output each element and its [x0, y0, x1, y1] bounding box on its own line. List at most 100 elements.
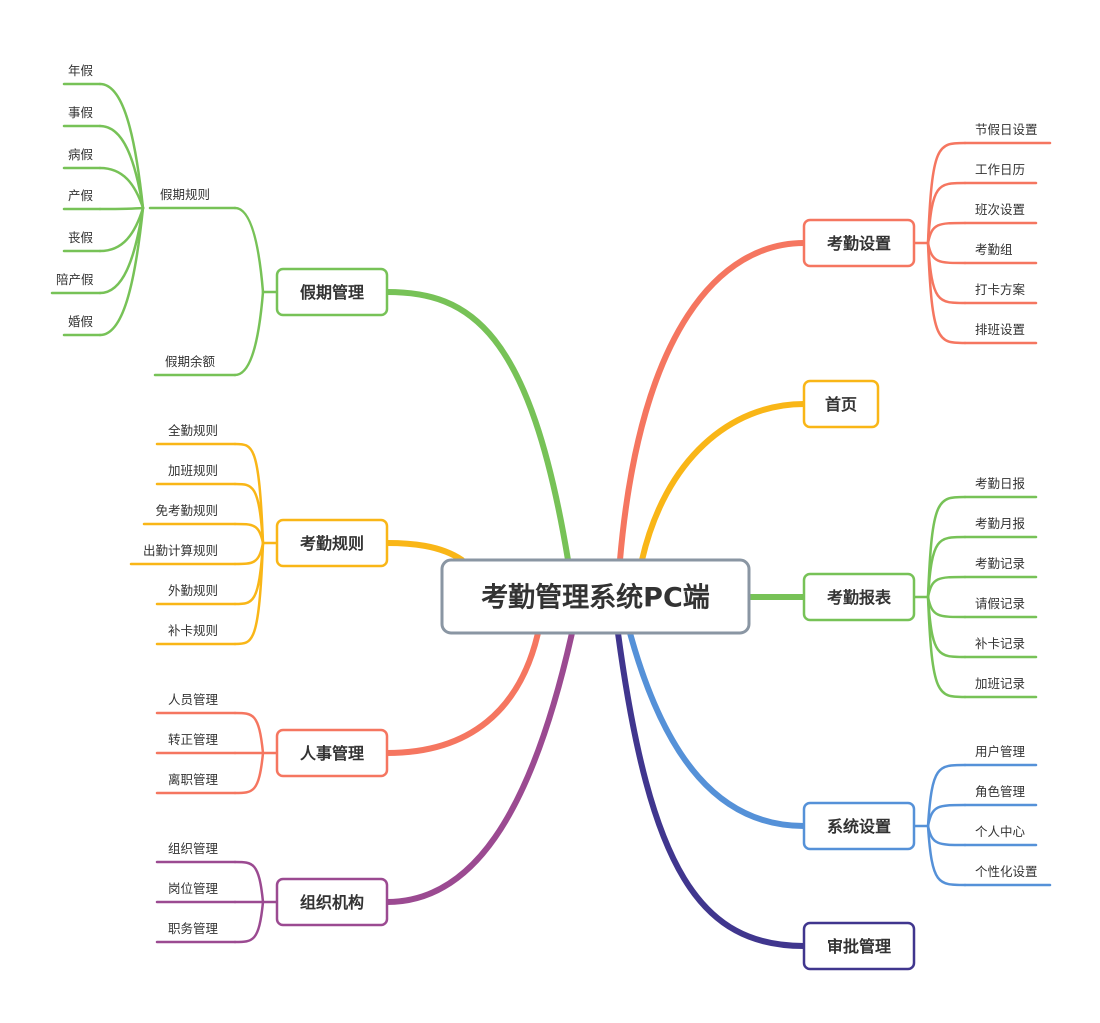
branch-connector-kqgz	[384, 540, 465, 563]
kqbb-leaf-0[interactable]: 考勤日报	[963, 476, 1038, 499]
jqgl-balance-connector	[233, 290, 265, 377]
kqbb-leaf-2-label: 考勤记录	[975, 556, 1025, 571]
branch-node-label: 审批管理	[827, 937, 891, 956]
holiday-sub-connector-6	[98, 206, 145, 337]
zzjg-leaf-connector-0	[233, 860, 265, 904]
kqgz-leaf-1-label: 加班规则	[168, 463, 218, 478]
branch-node-label: 系统设置	[827, 817, 891, 836]
leaf-holiday-rules[interactable]: 假期规则	[148, 187, 237, 210]
branch-node-label: 考勤规则	[300, 534, 364, 553]
rsgl-leaf-1[interactable]: 转正管理	[155, 732, 237, 755]
kqsz-leaf-1-label: 工作日历	[975, 162, 1025, 177]
kqbb-leaf-4-label: 补卡记录	[975, 636, 1025, 651]
kqbb-leaf-connector-5	[926, 595, 967, 699]
kqsz-leaf-1[interactable]: 工作日历	[963, 162, 1038, 185]
kqgz-leaf-4[interactable]: 外勤规则	[155, 583, 237, 606]
kqsz-leaf-0[interactable]: 节假日设置	[963, 122, 1052, 145]
root-node[interactable]: 考勤管理系统PC端	[440, 558, 751, 635]
branch-node-zzjg[interactable]: 组织机构	[275, 877, 389, 927]
kqbb-leaf-connector-2	[926, 575, 967, 599]
rsgl-leaf-0-label: 人员管理	[168, 692, 219, 707]
kqgz-leaf-connector-1	[233, 482, 265, 545]
leaf-holiday-rules-label: 假期规则	[160, 187, 210, 202]
kqbb-leaf-2[interactable]: 考勤记录	[963, 556, 1038, 579]
xtsz-leaf-2[interactable]: 个人中心	[963, 824, 1038, 847]
leaf-holiday-type-2[interactable]: 病假	[62, 147, 102, 170]
branch-node-box	[275, 728, 389, 778]
kqbb-leaf-1[interactable]: 考勤月报	[963, 516, 1038, 539]
kqbb-leaf-5[interactable]: 加班记录	[963, 676, 1038, 699]
kqsz-leaf-3[interactable]: 考勤组	[963, 242, 1038, 265]
kqgz-leaf-5[interactable]: 补卡规则	[155, 623, 237, 646]
kqsz-leaf-4[interactable]: 打卡方案	[963, 282, 1038, 305]
branch-node-xtsz[interactable]: 系统设置	[802, 801, 916, 851]
branch-node-label: 考勤报表	[827, 588, 892, 607]
leaf-holiday-type-label: 婚假	[68, 314, 94, 329]
leaf-holiday-type-6[interactable]: 婚假	[62, 314, 102, 337]
leaf-holiday-type-label: 丧假	[68, 230, 94, 245]
rsgl-leaf-1-label: 转正管理	[168, 732, 219, 747]
kqbb-leaf-connector-1	[926, 535, 967, 599]
leaf-holiday-type-1[interactable]: 事假	[62, 105, 102, 128]
kqsz-leaf-connector-0	[926, 141, 967, 245]
branch-node-kqgz[interactable]: 考勤规则	[275, 518, 389, 568]
kqsz-leaf-5-label: 排班设置	[975, 322, 1025, 337]
xtsz-leaf-connector-2	[926, 824, 967, 847]
leaf-holiday-type-0[interactable]: 年假	[62, 63, 102, 86]
kqsz-leaf-2-label: 班次设置	[975, 202, 1025, 217]
kqsz-leaf-2[interactable]: 班次设置	[963, 202, 1038, 225]
branch-node-box	[275, 877, 389, 927]
rsgl-leaf-0[interactable]: 人员管理	[155, 692, 237, 715]
branch-node-kqsz[interactable]: 考勤设置	[802, 218, 916, 268]
zzjg-leaf-1[interactable]: 岗位管理	[155, 881, 237, 904]
branch-connector-sy	[639, 401, 807, 563]
zzjg-leaf-2[interactable]: 职务管理	[155, 921, 237, 944]
kqgz-leaf-3[interactable]: 出勤计算规则	[129, 543, 237, 566]
branch-node-kqbb[interactable]: 考勤报表	[802, 572, 916, 622]
leaf-holiday-type-5[interactable]: 陪产假	[50, 272, 102, 295]
leaf-holiday-type-3[interactable]: 产假	[62, 188, 102, 211]
kqgz-leaf-4-label: 外勤规则	[168, 583, 218, 598]
leaf-holiday-type-label: 事假	[68, 105, 94, 120]
branch-node-label: 组织机构	[300, 893, 364, 912]
zzjg-leaf-0-label: 组织管理	[168, 841, 219, 856]
kqsz-leaf-5[interactable]: 排班设置	[963, 322, 1038, 345]
branch-node-label: 人事管理	[300, 744, 364, 763]
connector-layer	[98, 82, 967, 949]
branch-node-box	[275, 267, 389, 317]
xtsz-leaf-1[interactable]: 角色管理	[963, 784, 1038, 807]
kqgz-leaf-connector-3	[233, 541, 265, 566]
leaf-holiday-balance[interactable]: 假期余额	[153, 354, 237, 377]
leaf-holiday-type-4[interactable]: 丧假	[62, 230, 102, 253]
xtsz-leaf-3-label: 个性化设置	[975, 864, 1038, 879]
leaf-holiday-type-label: 陪产假	[56, 272, 94, 287]
branch-node-jqgl[interactable]: 假期管理	[275, 267, 389, 317]
kqgz-leaf-2[interactable]: 免考勤规则	[142, 503, 237, 526]
branch-node-sy[interactable]: 首页	[802, 379, 880, 429]
xtsz-leaf-2-label: 个人中心	[975, 824, 1026, 839]
rsgl-leaf-connector-2	[233, 751, 265, 795]
holiday-sub-connector-3	[98, 206, 145, 211]
zzjg-leaf-connector-2	[233, 900, 265, 944]
zzjg-leaf-0[interactable]: 组织管理	[155, 841, 237, 864]
kqgz-leaf-1[interactable]: 加班规则	[155, 463, 237, 486]
root-node-label: 考勤管理系统PC端	[481, 582, 710, 614]
kqbb-leaf-3[interactable]: 请假记录	[963, 596, 1038, 619]
kqsz-leaf-connector-3	[926, 241, 967, 265]
leaf-holiday-type-label: 年假	[68, 63, 94, 78]
xtsz-leaf-0-label: 用户管理	[975, 744, 1026, 759]
kqbb-leaf-4[interactable]: 补卡记录	[963, 636, 1038, 659]
rsgl-leaf-2[interactable]: 离职管理	[155, 772, 237, 795]
holiday-sub-connector-0	[98, 82, 145, 210]
branch-connector-spgl	[615, 630, 807, 949]
branch-node-spgl[interactable]: 审批管理	[802, 921, 916, 971]
branch-node-box	[802, 379, 880, 429]
branch-node-rsgl[interactable]: 人事管理	[275, 728, 389, 778]
kqsz-leaf-3-label: 考勤组	[975, 242, 1013, 257]
xtsz-leaf-connector-0	[926, 763, 967, 828]
xtsz-leaf-0[interactable]: 用户管理	[963, 744, 1038, 767]
branch-connector-rsgl	[384, 630, 541, 756]
xtsz-leaf-3[interactable]: 个性化设置	[963, 864, 1052, 887]
kqgz-leaf-0[interactable]: 全勤规则	[155, 423, 237, 446]
